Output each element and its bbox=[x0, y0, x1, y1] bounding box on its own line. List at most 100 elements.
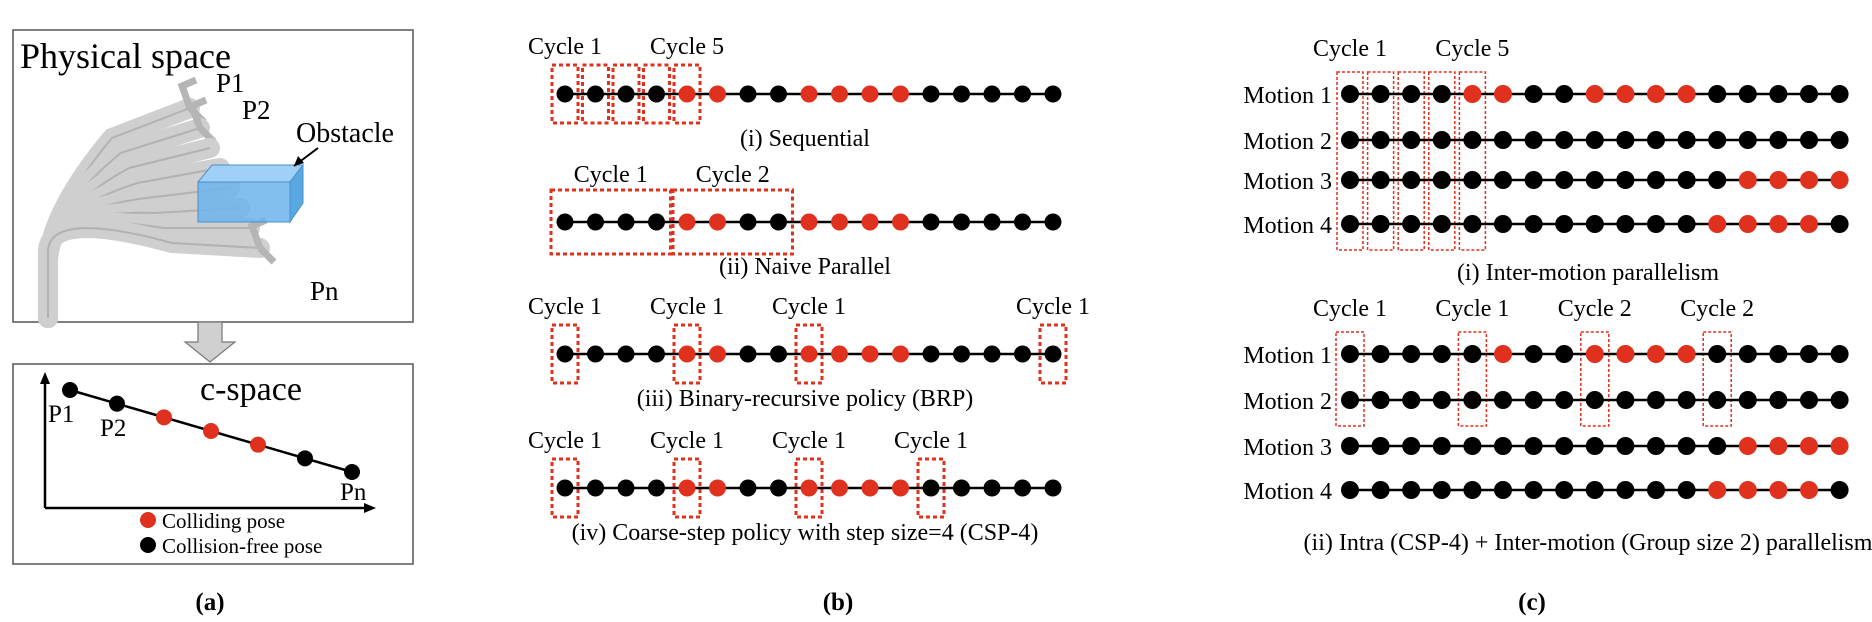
motion-label: Motion 1 bbox=[1243, 83, 1332, 109]
pose-dot bbox=[709, 213, 726, 231]
cycle-box bbox=[1336, 71, 1364, 251]
pose-dot bbox=[1830, 215, 1849, 233]
legend-colliding-label: Colliding pose bbox=[162, 509, 285, 533]
pose-dot bbox=[1402, 171, 1421, 189]
pose-dot bbox=[1463, 391, 1482, 409]
pose-dot bbox=[1800, 171, 1818, 189]
down-arrow-icon bbox=[183, 321, 237, 363]
pose-dot bbox=[953, 85, 970, 103]
pose-dot bbox=[1555, 85, 1574, 103]
robot-arm-poses bbox=[38, 76, 277, 328]
cycle-box bbox=[1458, 71, 1487, 251]
cycle-box bbox=[1702, 331, 1732, 427]
pose-dot bbox=[1708, 481, 1727, 499]
cycle-label: Cycle 1 bbox=[1313, 36, 1387, 62]
pose-dot bbox=[1341, 215, 1359, 233]
cycle-label: Cycle 1 bbox=[894, 428, 968, 454]
pose-dot bbox=[1494, 85, 1512, 103]
pose-dot bbox=[1555, 171, 1574, 189]
pose-dot bbox=[800, 479, 818, 497]
pose-dot bbox=[1585, 437, 1604, 455]
pose-dot bbox=[1402, 131, 1421, 149]
cycle-box bbox=[1366, 71, 1395, 251]
pose-dot bbox=[1769, 215, 1788, 233]
cycle-box bbox=[1397, 71, 1425, 251]
pose-dot bbox=[709, 479, 726, 497]
cycle-label: Cycle 1 bbox=[1435, 296, 1509, 322]
cycle-box bbox=[671, 188, 794, 256]
pose-dot bbox=[1463, 215, 1482, 233]
pose-dot bbox=[983, 85, 1001, 103]
pose-dot bbox=[1371, 481, 1390, 499]
policy-title: (iv) Coarse-step policy with step size=4… bbox=[572, 520, 1039, 546]
pose-dot bbox=[1524, 131, 1543, 149]
pose-dot bbox=[1677, 391, 1696, 409]
pose-dot bbox=[800, 213, 818, 231]
pose-dot bbox=[1677, 215, 1696, 233]
panel-a: Physical space Obstacle P1 P2 Pn c-space… bbox=[12, 29, 414, 616]
policy-title: (ii) Naive Parallel bbox=[719, 254, 891, 280]
pose-dot bbox=[1647, 345, 1665, 363]
cycle-label: Cycle 2 bbox=[696, 162, 770, 188]
pose-dot bbox=[1677, 85, 1696, 103]
pose-dot bbox=[1555, 345, 1574, 363]
pose-dot bbox=[1647, 391, 1665, 409]
caption-c: (c) bbox=[1518, 589, 1546, 616]
pose-dot bbox=[1402, 391, 1421, 409]
pose-dot bbox=[556, 85, 574, 103]
cycle-label: Cycle 1 bbox=[772, 428, 846, 454]
pose-dot bbox=[1432, 345, 1451, 363]
pose-dot bbox=[1616, 437, 1635, 455]
pose-dot bbox=[1494, 345, 1512, 363]
pose-dot bbox=[1371, 215, 1390, 233]
obstacle-box bbox=[196, 163, 305, 224]
pose-dot bbox=[1830, 85, 1849, 103]
pose-dot bbox=[1738, 345, 1757, 363]
pose-dot bbox=[678, 85, 696, 103]
pose-dot bbox=[678, 345, 696, 363]
motion-label: Motion 1 bbox=[1243, 343, 1332, 369]
cycle-label: Cycle 2 bbox=[1558, 296, 1632, 322]
pose-dot bbox=[1585, 171, 1604, 189]
pose-dot bbox=[1402, 85, 1421, 103]
policy-title: (iii) Binary-recursive policy (BRP) bbox=[637, 386, 974, 412]
pose-dot bbox=[556, 479, 574, 497]
cspace-x-arrowhead bbox=[364, 503, 376, 513]
pose-dot bbox=[1341, 481, 1359, 499]
motion-label: Motion 4 bbox=[1243, 213, 1332, 239]
pose-dot bbox=[1830, 171, 1849, 189]
cspace-y-arrowhead bbox=[40, 372, 50, 384]
pose-dot bbox=[1371, 345, 1390, 363]
cspace-label-pn: Pn bbox=[340, 479, 367, 506]
pose-dot bbox=[1044, 479, 1062, 497]
cspace-pose bbox=[203, 423, 219, 439]
pose-dot bbox=[861, 345, 879, 363]
pose-dot bbox=[1708, 131, 1727, 149]
pose-dot bbox=[1616, 345, 1635, 363]
pose-dot bbox=[617, 85, 635, 103]
pose-dot bbox=[739, 345, 757, 363]
pose-dot bbox=[556, 345, 574, 363]
pose-dot bbox=[1432, 171, 1451, 189]
obstacle-arrowhead bbox=[294, 156, 304, 166]
legend-colliding-marker bbox=[140, 512, 156, 528]
pose-dot bbox=[861, 213, 879, 231]
motion-label: Motion 4 bbox=[1243, 479, 1332, 505]
cspace-label-p1: P1 bbox=[48, 401, 74, 428]
pose-dot bbox=[1402, 481, 1421, 499]
pose-dot bbox=[1616, 391, 1635, 409]
cycle-label: Cycle 1 bbox=[650, 294, 724, 320]
pose-dot bbox=[1677, 131, 1696, 149]
pose-dot bbox=[983, 479, 1001, 497]
pose-dot bbox=[983, 213, 1001, 231]
cycle-box bbox=[1428, 71, 1456, 251]
block-title: (ii) Intra (CSP-4) + Inter-motion (Group… bbox=[1304, 530, 1872, 556]
pose-dot bbox=[1463, 85, 1482, 103]
pose-dot bbox=[1708, 437, 1727, 455]
pose-dot bbox=[922, 345, 940, 363]
pose-dot bbox=[1830, 437, 1849, 455]
pose-dot bbox=[1585, 391, 1604, 409]
pose-dot bbox=[1800, 131, 1818, 149]
pose-dot bbox=[1524, 481, 1543, 499]
